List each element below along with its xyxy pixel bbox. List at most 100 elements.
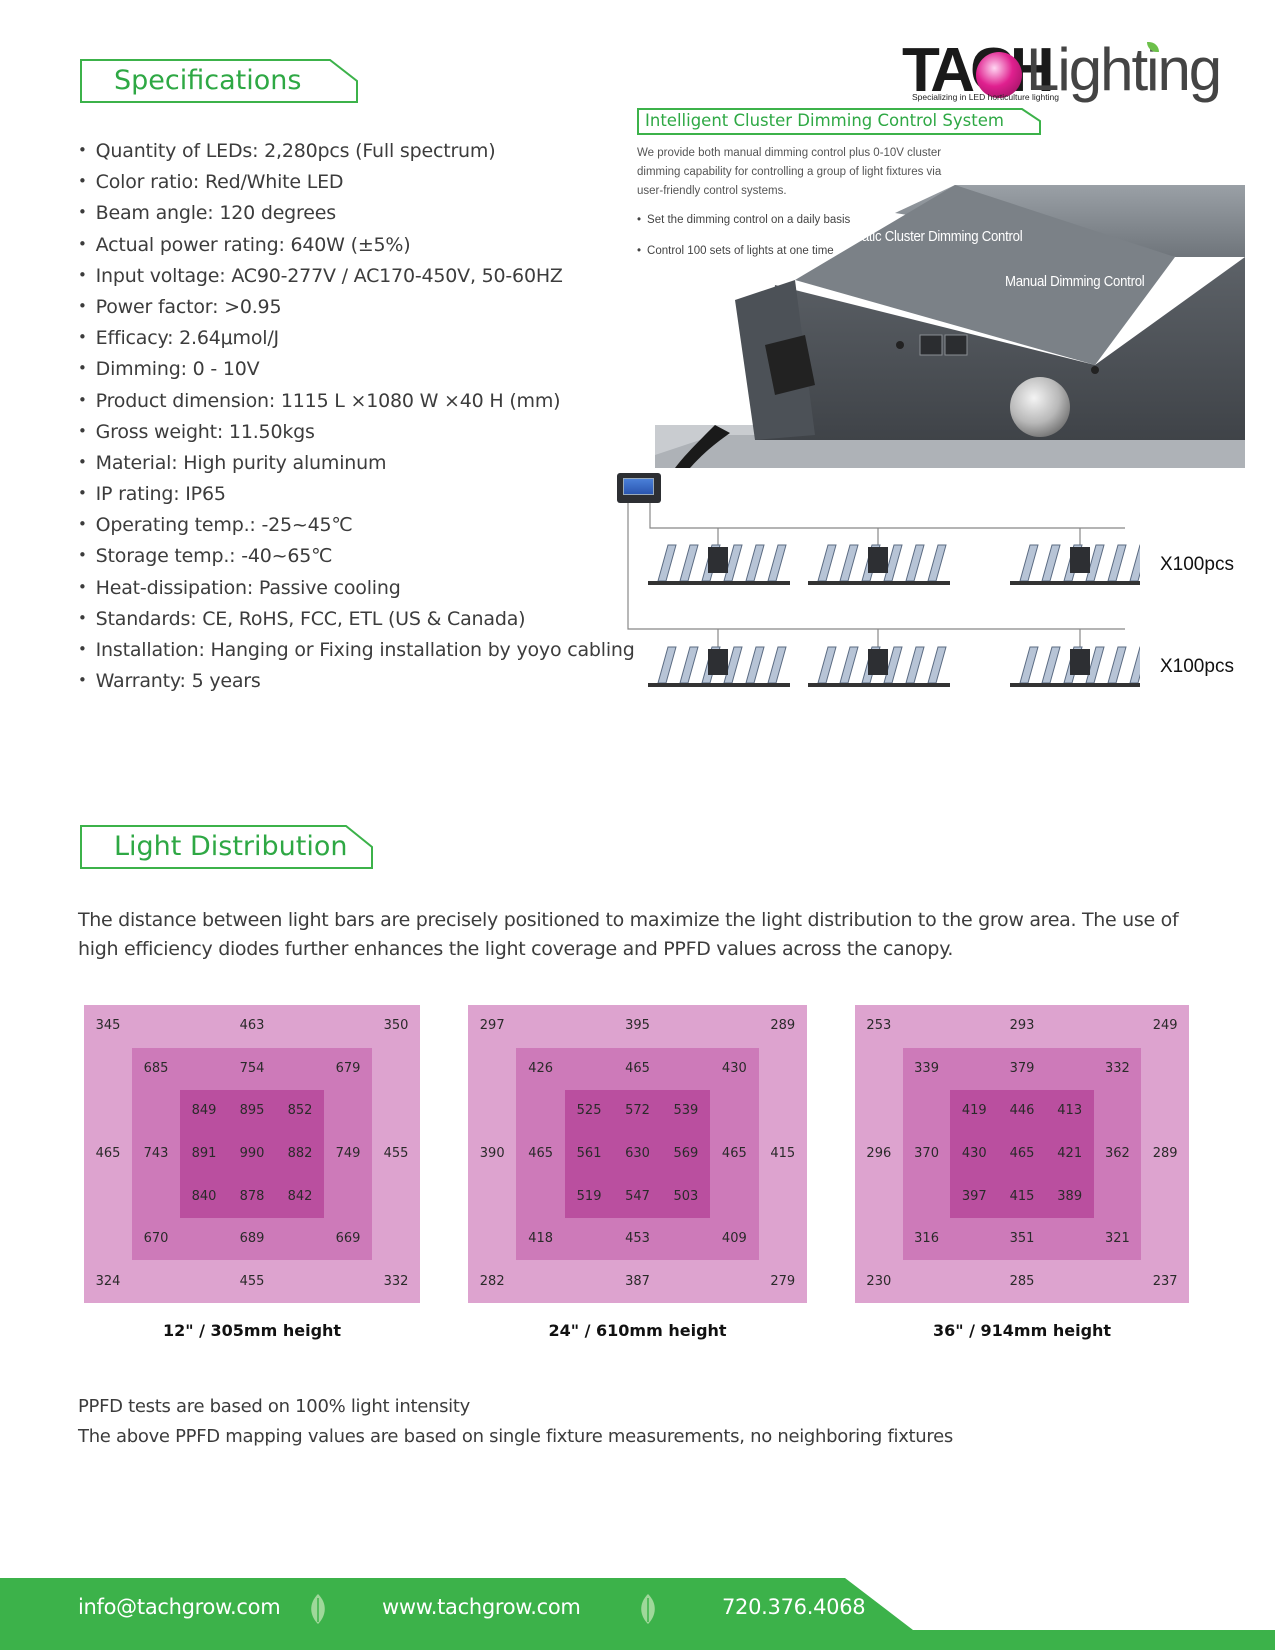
spec-item: IP rating: IP65 <box>78 478 635 509</box>
ppfd-value: 339 <box>914 1060 939 1076</box>
ppfd-value: 389 <box>1057 1188 1083 1204</box>
spec-item: Input voltage: AC90-277V / AC170-450V, 5… <box>78 260 635 291</box>
ppfd-value: 279 <box>770 1273 796 1289</box>
footer-website-link[interactable]: www.tachgrow.com <box>382 1595 581 1619</box>
ppfd-value: 519 <box>576 1188 602 1204</box>
ppfd-value: 418 <box>528 1231 554 1247</box>
light-fixture-icon <box>648 646 790 687</box>
ppfd-value: 455 <box>383 1146 409 1161</box>
ppfd-value: 285 <box>1009 1273 1035 1289</box>
ppfd-value: 419 <box>961 1103 987 1119</box>
ppfd-value: 430 <box>961 1146 987 1161</box>
spec-item: Dimming: 0 - 10V <box>78 353 635 384</box>
light-fixture-icon <box>808 544 950 585</box>
ppfd-value: 525 <box>576 1103 602 1119</box>
ppfd-value: 630 <box>625 1146 650 1161</box>
spec-item: Standards: CE, RoHS, FCC, ETL (US & Cana… <box>78 603 635 634</box>
ppfd-note: The above PPFD mapping values are based … <box>78 1426 953 1447</box>
ppfd-value: 362 <box>1105 1146 1130 1161</box>
dimming-bullet: Control 100 sets of lights at one time <box>637 245 834 257</box>
ppfd-value: 237 <box>1152 1273 1178 1289</box>
logo-bulb-icon <box>976 52 1022 98</box>
ppfd-value: 397 <box>961 1188 987 1204</box>
ppfd-value: 882 <box>287 1146 313 1161</box>
ppfd-inner-zone <box>564 1090 711 1218</box>
specifications-title: Specifications <box>114 65 302 96</box>
dimming-heading: Intelligent Cluster Dimming Control Syst… <box>637 108 1041 135</box>
ppfd-value: 289 <box>770 1018 796 1034</box>
ppfd-value: 572 <box>625 1103 650 1119</box>
ppfd-value: 754 <box>239 1060 265 1076</box>
ppfd-value: 426 <box>528 1060 554 1076</box>
ppfd-value: 395 <box>625 1018 650 1034</box>
spec-item: Gross weight: 11.50kgs <box>78 416 635 447</box>
tach-lighting-logo: TACH Lighting Specializing in LED hortic… <box>902 36 1222 106</box>
light-distribution-description: The distance between light bars are prec… <box>78 909 1179 960</box>
ppfd-value: 350 <box>383 1018 409 1034</box>
ppfd-value: 387 <box>625 1273 650 1289</box>
dimming-title: Intelligent Cluster Dimming Control Syst… <box>645 111 1004 130</box>
ppfd-inner-zone <box>950 1090 1094 1218</box>
ppfd-value: 503 <box>673 1188 699 1204</box>
ppfd-value: 289 <box>1152 1146 1178 1161</box>
ppfd-value: 669 <box>335 1231 361 1247</box>
ppfd-map-caption: 12" / 305mm height <box>162 1321 342 1340</box>
ppfd-value: 849 <box>191 1103 217 1119</box>
ppfd-value: 413 <box>1057 1103 1083 1119</box>
footer-phone-link[interactable]: 720.376.4068 <box>722 1595 866 1619</box>
ppfd-value: 749 <box>335 1146 361 1161</box>
ppfd-value: 332 <box>383 1273 409 1289</box>
ppfd-value: 316 <box>914 1231 939 1247</box>
spec-item: Warranty: 5 years <box>78 665 635 696</box>
ppfd-value: 446 <box>1009 1103 1035 1119</box>
ppfd-value: 453 <box>625 1231 650 1247</box>
ppfd-value: 842 <box>287 1188 313 1204</box>
logo-tagline: Specializing in LED horticulture lightin… <box>912 92 1059 102</box>
ppfd-value: 390 <box>479 1146 505 1161</box>
ppfd-value: 321 <box>1105 1231 1130 1247</box>
ppfd-value: 253 <box>866 1018 892 1034</box>
ppfd-value: 249 <box>1152 1018 1178 1034</box>
ppfd-value: 370 <box>914 1146 939 1161</box>
ppfd-value: 351 <box>1009 1231 1035 1247</box>
ppfd-value: 547 <box>625 1188 650 1204</box>
spec-item: Installation: Hanging or Fixing installa… <box>78 634 635 665</box>
light-fixture-icon <box>1010 646 1140 687</box>
dimming-description: We provide both manual dimming control p… <box>637 147 942 197</box>
ppfd-value: 569 <box>673 1146 699 1161</box>
logo-leaf-icon <box>1147 42 1159 52</box>
ppfd-value: 324 <box>95 1273 121 1289</box>
ppfd-value: 743 <box>143 1146 169 1161</box>
dimming-bullet: Set the dimming control on a daily basis <box>637 214 850 226</box>
ppfd-value: 670 <box>143 1231 169 1247</box>
ppfd-value: 463 <box>239 1018 265 1034</box>
ppfd-value: 415 <box>770 1146 796 1161</box>
spec-item: Storage temp.: -40~65℃ <box>78 540 635 571</box>
ppfd-value: 539 <box>673 1103 699 1119</box>
specifications-list: Quantity of LEDs: 2,280pcs (Full spectru… <box>78 135 635 696</box>
spec-item: Color ratio: Red/White LED <box>78 166 635 197</box>
ppfd-value: 465 <box>528 1146 554 1161</box>
ppfd-map-caption: 24" / 610mm height <box>548 1321 727 1340</box>
ppfd-value: 296 <box>866 1146 892 1161</box>
auto-dimming-label: Automatic Cluster Dimming Control <box>825 228 1023 245</box>
spec-item: Operating temp.: -25~45℃ <box>78 509 635 540</box>
ppfd-value: 430 <box>721 1060 747 1076</box>
ppfd-value: 878 <box>239 1188 265 1204</box>
dimming-device-photo: Automatic Cluster Dimming Control Manual… <box>655 185 1245 468</box>
ppfd-value: 990 <box>239 1146 265 1161</box>
heading-frame <box>80 825 373 869</box>
cluster-wiring-diagram <box>627 503 1140 687</box>
ppfd-inner-zone <box>180 1090 324 1218</box>
spec-item: Actual power rating: 640W (±5%) <box>78 229 635 260</box>
light-fixture-icon <box>808 646 950 687</box>
ppfd-value: 345 <box>95 1018 121 1034</box>
footer-email-link[interactable]: info@tachgrow.com <box>78 1595 281 1619</box>
footer-bar: info@tachgrow.com www.tachgrow.com 720.3… <box>0 1578 1275 1650</box>
dimming-controller-icon <box>617 473 661 503</box>
row-count-label: X100pcs <box>1160 554 1234 575</box>
ppfd-value: 891 <box>191 1146 217 1161</box>
leaf-icon <box>311 1594 325 1624</box>
ppfd-value: 293 <box>1009 1018 1035 1034</box>
